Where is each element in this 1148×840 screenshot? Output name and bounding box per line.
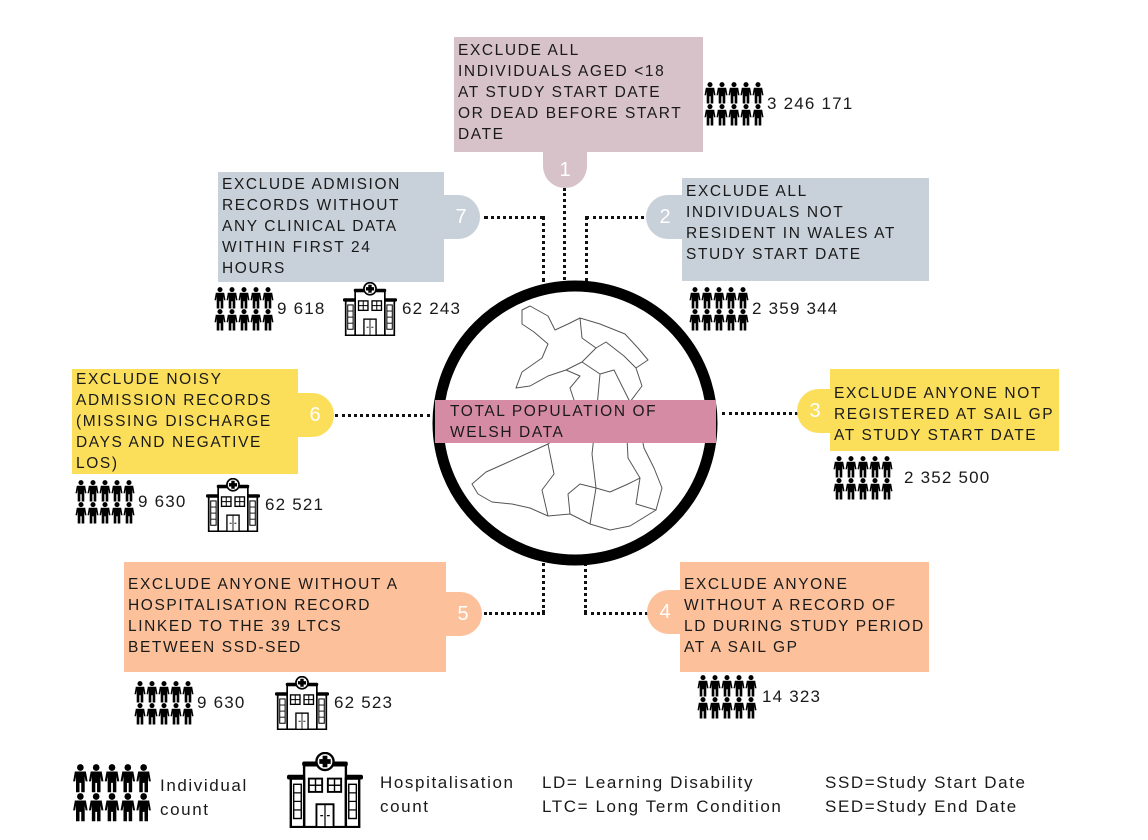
legend-hospitalisation-label: Hospitalisation count (380, 773, 515, 816)
hospital-icon (203, 478, 263, 532)
step-2-individual-count-value: 2 359 344 (752, 299, 839, 318)
step-2-box: EXCLUDE ALL INDIVIDUALS NOT RESIDENT IN … (682, 178, 929, 281)
step-5-hospitalisation-count: 62 523 (272, 676, 393, 730)
wales-map-icon (471, 305, 663, 531)
step-1-box: EXCLUDE ALL INDIVIDUALS AGED <18 AT STUD… (454, 37, 703, 152)
step-3-individual-count-value: 2 352 500 (904, 468, 991, 487)
step-4-box: EXCLUDE ANYONE WITHOUT A RECORD OF LD DU… (680, 562, 929, 672)
step-6-number: 6 (296, 393, 334, 437)
people-icon (133, 681, 195, 725)
step-5-number: 5 (444, 592, 482, 636)
step-2-number: 2 (646, 195, 684, 239)
step-6-box: EXCLUDE NOISY ADMISSION RECORDS (MISSING… (72, 369, 298, 474)
step-7-number: 7 (442, 195, 480, 239)
step-7-individual-count-value: 9 618 (277, 299, 326, 318)
step-5-hospitalisation-count-value: 62 523 (334, 693, 394, 712)
step-6-individual-count: 9 630 (74, 480, 187, 524)
people-icon (688, 287, 750, 331)
legend-abbr-ltc: LTC= Long Term Condition (542, 797, 783, 816)
step-7-hospitalisation-count: 62 243 (340, 282, 461, 336)
connector-step2-h (586, 216, 650, 219)
connector-step4-v (584, 558, 587, 613)
step-1-individual-count: 3 246 171 (703, 82, 853, 126)
step-1-number: 1 (543, 152, 587, 188)
step-5-individual-count-value: 9 630 (197, 693, 246, 712)
step-7-box: EXCLUDE ADMISION RECORDS WITHOUT ANY CLI… (218, 172, 444, 282)
step-5-individual-count: 9 630 (133, 681, 246, 725)
legend-abbr-ld: LD= Learning Disability (542, 773, 755, 792)
legend-abbr-sed: SED=Study End Date (825, 797, 1018, 816)
people-icon (74, 480, 136, 524)
people-icon (832, 456, 894, 500)
hospital-icon (340, 282, 400, 336)
legend-individual-label: Individual count (160, 776, 248, 819)
people-icon (703, 82, 765, 126)
connector-step7-v (542, 216, 545, 282)
connector-step1 (563, 188, 566, 280)
legend-people-icon (71, 764, 153, 822)
step-7-individual-count: 9 618 (213, 287, 326, 331)
step-3-box: EXCLUDE ANYONE NOT REGISTERED AT SAIL GP… (830, 369, 1059, 451)
hospital-icon (272, 676, 332, 730)
step-4-individual-count-value: 14 323 (762, 687, 822, 706)
step-6-hospitalisation-count: 62 521 (203, 478, 324, 532)
step-6-hospitalisation-count-value: 62 521 (265, 495, 325, 514)
step-6-individual-count-value: 9 630 (138, 492, 187, 511)
step-4-number: 4 (647, 590, 683, 634)
legend-abbr-ssd: SSD=Study Start Date (825, 773, 1027, 792)
center-label-band (435, 400, 716, 443)
connector-step4-h (584, 612, 648, 615)
step-3-individual-count: 2 352 500 (832, 456, 990, 500)
people-icon (696, 675, 758, 719)
step-3-number: 3 (797, 389, 833, 433)
people-icon (213, 287, 275, 331)
step-5-box: EXCLUDE ANYONE WITHOUT A HOSPITALISATION… (124, 562, 446, 672)
step-2-individual-count: 2 359 344 (688, 287, 838, 331)
legend-hospital-icon (283, 752, 367, 828)
connector-step3 (722, 412, 798, 415)
connector-step7-h (484, 216, 544, 219)
step-1-individual-count-value: 3 246 171 (767, 94, 854, 113)
step-4-individual-count: 14 323 (696, 675, 821, 719)
center-label: TOTAL POPULATION OF WELSH DATA (450, 403, 658, 441)
connector-step6 (335, 414, 430, 417)
step-7-hospitalisation-count-value: 62 243 (402, 299, 462, 318)
connector-step5-h (484, 612, 545, 615)
connector-step2-v (585, 216, 588, 282)
connector-step5-v (542, 558, 545, 613)
